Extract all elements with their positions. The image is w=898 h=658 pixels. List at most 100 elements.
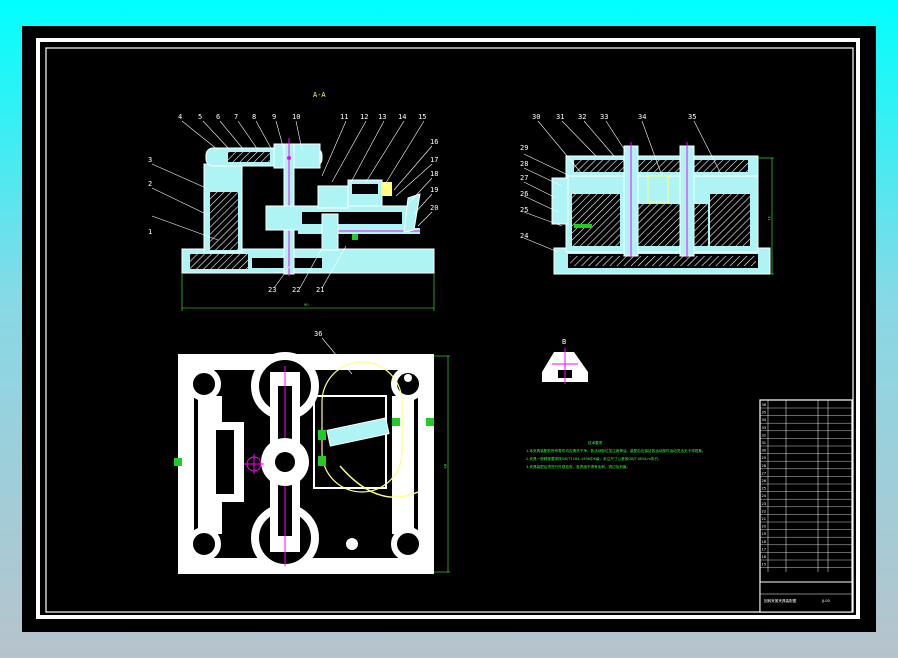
- part-label-4: 4: [178, 113, 182, 121]
- part-label-19: 19: [430, 186, 438, 194]
- plan-corner-bl: [187, 527, 221, 561]
- plan-hole-t: [404, 374, 412, 382]
- part-label-15: 15: [418, 113, 426, 121]
- side-leaders: [523, 120, 723, 253]
- plan-yellow-arc: [321, 361, 403, 493]
- part-label-2: 2: [148, 180, 152, 188]
- part-label-35: 35: [688, 113, 696, 121]
- plan-screw: [326, 417, 390, 447]
- part-label-3: 3: [148, 156, 152, 164]
- parts-list-row-number: 21: [762, 517, 767, 521]
- part-label-31: 31: [556, 113, 564, 121]
- parts-list-row-number: 19: [762, 532, 767, 536]
- plan-corner-br: [391, 527, 425, 561]
- parts-list-row-number: 27: [762, 471, 767, 475]
- side-body-hatch-c: [630, 204, 708, 246]
- plan-green-c1: [318, 456, 326, 466]
- screw-barrel-inner: [352, 184, 378, 194]
- side-yellow-part: [647, 175, 669, 203]
- pin-green: [352, 234, 358, 240]
- detail-mark: B: [562, 338, 566, 346]
- parts-list-row-number: 31: [762, 441, 767, 445]
- technical-notes[interactable]: 技术要求 1.本夹具装配前所有零件均应清洗干净，各活动部位加注润滑油，装配后应保…: [526, 440, 706, 469]
- parts-list-row-number: 18: [762, 540, 767, 544]
- part-label-28: 28: [520, 160, 528, 168]
- plan-view[interactable]: 85: [174, 337, 450, 574]
- parts-list-row-number: 35: [762, 411, 767, 415]
- detail-view[interactable]: B: [542, 338, 588, 384]
- tb-footer-title: 回转夹紧夹具装配图: [764, 598, 797, 603]
- side-top-hatch: [574, 160, 748, 172]
- parts-list-row-number: 33: [762, 426, 767, 430]
- side-base-hatch: [570, 256, 756, 266]
- dim-front-width: 90: [304, 303, 309, 307]
- parts-list-row-number: 22: [762, 509, 767, 513]
- side-body-hatch-r: [710, 194, 750, 246]
- side-section-view[interactable]: 31: [551, 142, 774, 275]
- dim-side-height: 31: [767, 216, 771, 221]
- plan-yellow-lever: [339, 465, 419, 498]
- part-label-9: 9: [272, 113, 276, 121]
- parts-list-row-number: 17: [762, 547, 767, 551]
- dim-plan-height: 85: [443, 464, 447, 469]
- plan-hub-bore: [275, 452, 295, 472]
- parts-list-row-number: 36: [762, 403, 767, 407]
- part-label-17: 17: [430, 156, 438, 164]
- part-label-27: 27: [520, 174, 528, 182]
- parts-list-row-number: 29: [762, 456, 767, 460]
- part-label-18: 18: [430, 170, 438, 178]
- base-hatch: [190, 254, 248, 269]
- plan-leader-36: [321, 337, 353, 375]
- clamp-block: [321, 213, 339, 251]
- part-label-5: 5: [198, 113, 202, 121]
- top-arm-hatch: [228, 152, 270, 162]
- side-body-hatch-l: [572, 194, 620, 246]
- part-label-33: 33: [600, 113, 608, 121]
- drawing-viewport[interactable]: A-A 90: [22, 26, 876, 632]
- parts-list-row-number: 16: [762, 555, 767, 559]
- part-label-6: 6: [216, 113, 220, 121]
- parts-list-row-number: 28: [762, 464, 767, 468]
- parts-list-rows: 3635343332313029282726252423222120191817…: [760, 403, 852, 568]
- side-green-pin: [574, 224, 592, 228]
- plan-left-clamp-slot: [216, 430, 234, 494]
- plan-hole-b: [346, 538, 358, 550]
- part-label-1: 1: [148, 228, 152, 236]
- tb-drawing-no: JJ-00: [821, 599, 831, 603]
- plan-right-box: [313, 395, 387, 489]
- part-label-21: 21: [316, 286, 324, 294]
- screw-cap: [382, 182, 392, 196]
- parts-list-row-number: 34: [762, 418, 767, 422]
- part-label-32: 32: [578, 113, 586, 121]
- part-label-10: 10: [292, 113, 300, 121]
- part-label-20: 20: [430, 204, 438, 212]
- plan-hole-m: [214, 414, 222, 422]
- parts-list-row-number: 32: [762, 433, 767, 437]
- part-label-14: 14: [398, 113, 406, 121]
- plan-green-r2: [426, 418, 434, 426]
- notes-line-1: 1.本夹具装配前所有零件均应清洗干净，各活动部位加注润滑油，装配后应保证各运动部…: [526, 448, 706, 453]
- drawing-sheet: A-A 90: [36, 38, 860, 619]
- notes-title: 技术要求: [588, 440, 603, 445]
- part-label-25: 25: [520, 206, 528, 214]
- parts-list-row-number: 15: [762, 563, 767, 567]
- section-mark: A-A: [313, 91, 326, 99]
- sheet-border-outer: [36, 38, 860, 619]
- part-label-24: 24: [520, 232, 528, 240]
- part-label-23: 23: [268, 286, 276, 294]
- part-label-36: 36: [314, 330, 322, 338]
- plan-corner-tl: [187, 367, 221, 401]
- front-section-view[interactable]: A-A 90: [181, 91, 435, 311]
- plan-green-l: [174, 458, 182, 466]
- title-block[interactable]: 3635343332313029282726252423222120191817…: [759, 399, 853, 613]
- notes-line-2: 2.夹具一般精度要求按GB/T1184-1996中K级，未注尺寸公差按GB/T1…: [526, 456, 662, 461]
- side-left-nut: [551, 177, 569, 225]
- part-label-22: 22: [292, 286, 300, 294]
- top-arm-block: [273, 143, 321, 169]
- title-block-frame: [759, 399, 853, 613]
- part-label-29: 29: [520, 144, 528, 152]
- part-label-11: 11: [340, 113, 348, 121]
- parts-list-row-number: 25: [762, 487, 767, 491]
- part-label-16: 16: [430, 138, 438, 146]
